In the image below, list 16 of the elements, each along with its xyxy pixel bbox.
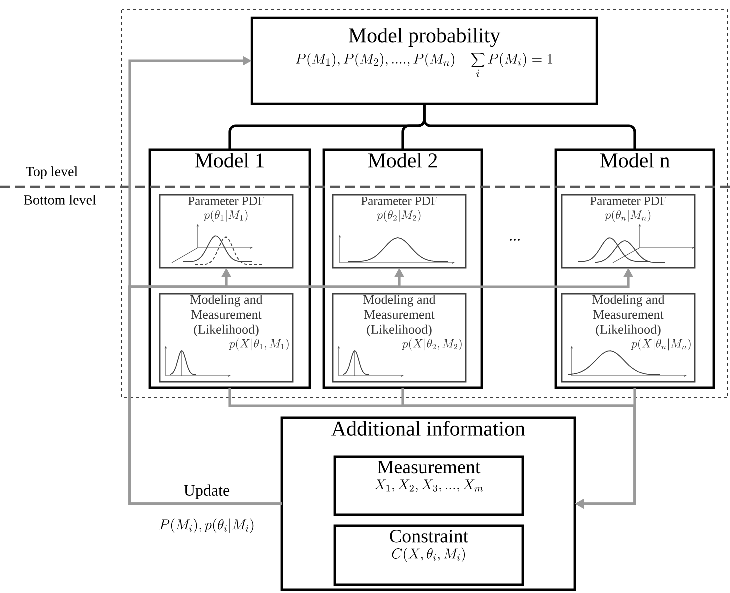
level-label: Top level — [26, 166, 78, 180]
pdf-box: Parameter PDF $p(\theta_1|M_1)$ — [159, 194, 294, 269]
level-label: Bottom level — [24, 195, 96, 205]
edge-label: Update — [182, 484, 232, 500]
likelihood-box: Modeling and Measurement (Likelihood) $p(X|\theta_2, M_2)$ — [332, 293, 467, 383]
pdf-box: Parameter PDF $p(\theta_2|M_2)$ — [332, 194, 467, 269]
constraint-box: Constraint $C(X, \theta_i, M_i)$ — [334, 524, 524, 586]
likelihood-box: Modeling and Measurement (Likelihood) $p(X|\theta_n|M_n)$ — [561, 293, 696, 383]
update-formula: $P(M_i), p(\theta_i | M_i)$ — [160, 518, 254, 534]
measurement-box: Measurement $X_1, X_2, X_3, ..., X_m$ — [334, 456, 524, 516]
pdf-box: Parameter PDF $p(\theta_n|M_n)$ — [561, 194, 696, 269]
ellipsis: ... — [510, 239, 520, 241]
connector — [128, 56, 282, 506]
connector — [423, 104, 636, 150]
title-box: Model probability $P(M_1), P(M_2), ...., P(M_n)$ $\sum_{i} P(M_i) = 1$ — [250, 16, 598, 106]
likelihood-box: Modeling and Measurement (Likelihood) $p(X|\theta_1, M_1)$ — [159, 293, 294, 383]
